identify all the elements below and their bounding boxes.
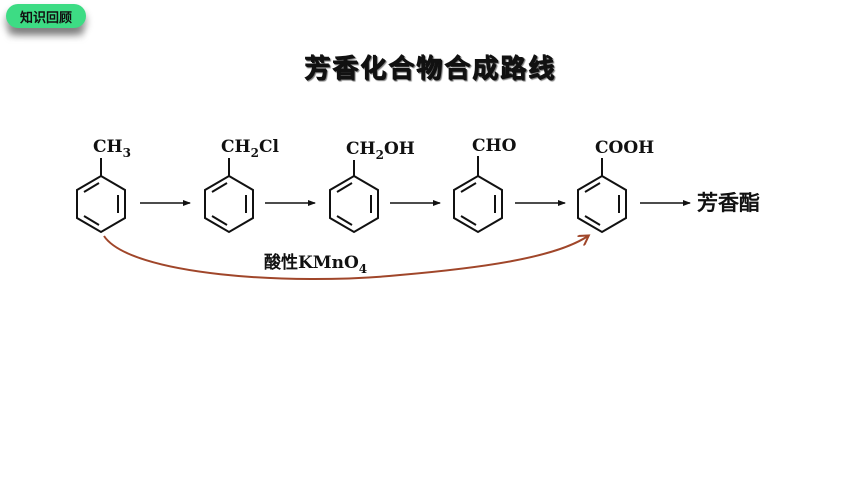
- compound-1-label: CH3: [93, 137, 131, 160]
- compound-2-label: CH2Cl: [221, 137, 279, 160]
- compound-benzyl-alcohol: CH2OH: [329, 139, 415, 234]
- direct-oxidation-arrow: [103, 236, 588, 281]
- compound-toluene: CH3: [76, 137, 131, 234]
- compound-benzoic-acid: COOH: [577, 138, 654, 234]
- product-label: 芳香酯: [697, 191, 760, 215]
- knowledge-review-badge: 知识回顾: [6, 4, 86, 28]
- compound-4-label: CHO: [472, 136, 517, 156]
- compound-benzyl-chloride: CH2Cl: [204, 137, 279, 234]
- compound-benzaldehyde: CHO: [453, 136, 517, 234]
- compound-5-label: COOH: [595, 138, 654, 158]
- badge-shadow: [8, 28, 84, 40]
- reagent-label: 酸性KMnO4: [264, 252, 367, 276]
- page-title: 芳香化合物合成路线: [303, 54, 556, 84]
- compound-3-label: CH2OH: [346, 139, 415, 162]
